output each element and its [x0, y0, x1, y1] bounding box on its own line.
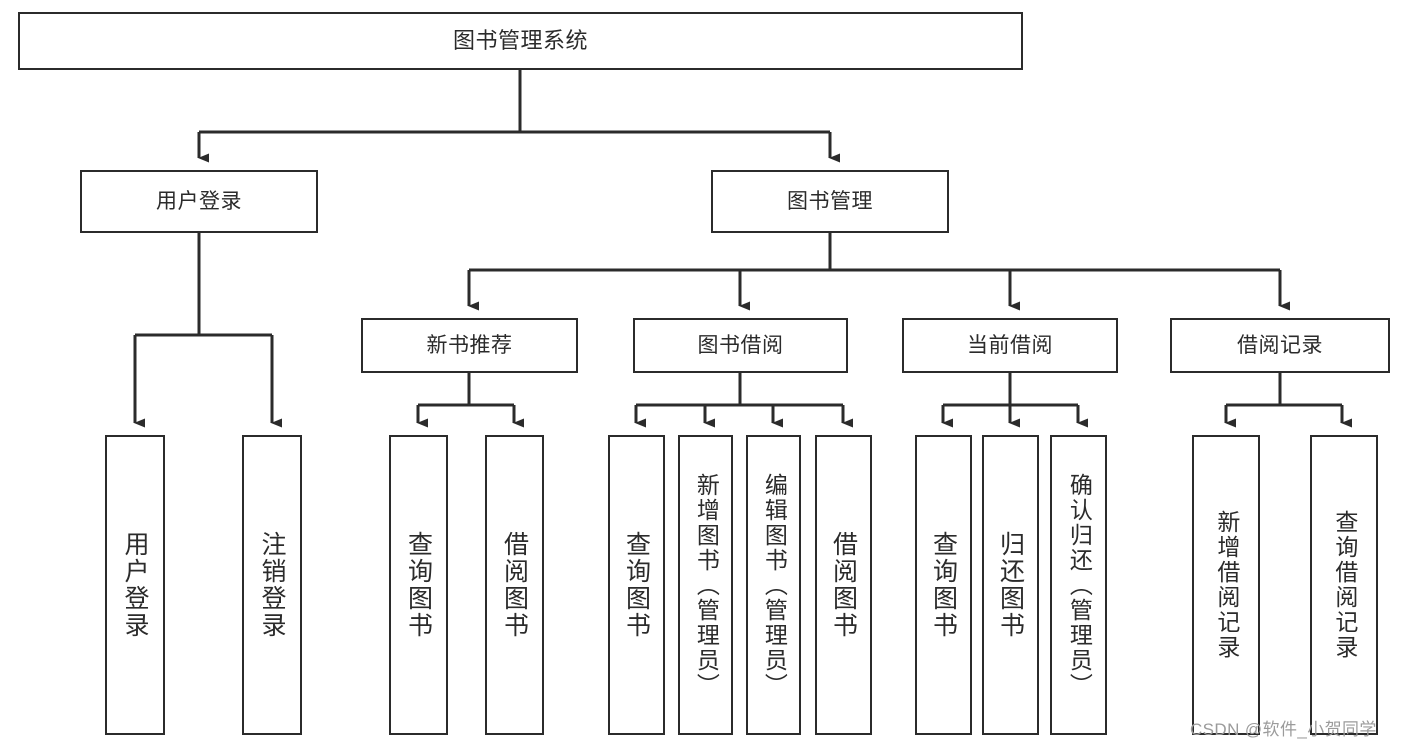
leaf-borrow-query-book[interactable]: 查询图书 — [608, 435, 665, 735]
leaf-records-add-label: 新增借阅记录 — [1213, 510, 1240, 660]
leaf-user-logout-label: 注销登录 — [258, 531, 286, 639]
node-book-management[interactable]: 图书管理 — [711, 170, 949, 233]
node-book-borrow-label: 图书借阅 — [697, 333, 784, 357]
node-user-login-label: 用户登录 — [156, 189, 242, 213]
leaf-new-book-query[interactable]: 查询图书 — [389, 435, 448, 735]
node-borrow-records-label: 借阅记录 — [1237, 333, 1323, 357]
leaf-current-query-book-label: 查询图书 — [929, 531, 958, 639]
node-root-label: 图书管理系统 — [452, 27, 588, 53]
node-root[interactable]: 图书管理系统 — [18, 12, 1023, 70]
node-current-borrow[interactable]: 当前借阅 — [902, 318, 1118, 373]
leaf-borrow-add-book[interactable]: 新增图书（管理员） — [678, 435, 733, 735]
leaf-borrow-query-book-label: 查询图书 — [622, 531, 651, 639]
leaf-records-add[interactable]: 新增借阅记录 — [1192, 435, 1260, 735]
node-current-borrow-label: 当前借阅 — [967, 333, 1053, 357]
leaf-current-confirm-return[interactable]: 确认归还（管理员） — [1050, 435, 1107, 735]
node-book-borrow[interactable]: 图书借阅 — [633, 318, 848, 373]
leaf-current-return-book-label: 归还图书 — [996, 531, 1025, 639]
leaf-new-book-borrow-label: 借阅图书 — [500, 531, 529, 639]
leaf-borrow-add-book-label: 新增图书（管理员） — [693, 472, 720, 698]
node-user-login[interactable]: 用户登录 — [80, 170, 318, 233]
leaf-current-confirm-return-label: 确认归还（管理员） — [1066, 472, 1093, 698]
leaf-records-query-label: 查询借阅记录 — [1331, 510, 1358, 660]
leaf-records-query[interactable]: 查询借阅记录 — [1310, 435, 1378, 735]
node-book-management-label: 图书管理 — [787, 189, 873, 213]
leaf-borrow-edit-book[interactable]: 编辑图书（管理员） — [746, 435, 801, 735]
leaf-user-login-label: 用户登录 — [121, 531, 149, 639]
leaf-current-query-book[interactable]: 查询图书 — [915, 435, 972, 735]
leaf-new-book-query-label: 查询图书 — [404, 531, 433, 639]
leaf-user-logout[interactable]: 注销登录 — [242, 435, 302, 735]
node-borrow-records[interactable]: 借阅记录 — [1170, 318, 1390, 373]
leaf-user-login[interactable]: 用户登录 — [105, 435, 165, 735]
node-new-book-recommend[interactable]: 新书推荐 — [361, 318, 578, 373]
leaf-new-book-borrow[interactable]: 借阅图书 — [485, 435, 544, 735]
node-new-book-recommend-label: 新书推荐 — [426, 333, 513, 357]
leaf-borrow-edit-book-label: 编辑图书（管理员） — [761, 472, 788, 698]
leaf-borrow-borrow-book[interactable]: 借阅图书 — [815, 435, 872, 735]
leaf-current-return-book[interactable]: 归还图书 — [982, 435, 1039, 735]
watermark: CSDN @软件_小贺同学 — [1190, 720, 1377, 739]
leaf-borrow-borrow-book-label: 借阅图书 — [829, 531, 858, 639]
